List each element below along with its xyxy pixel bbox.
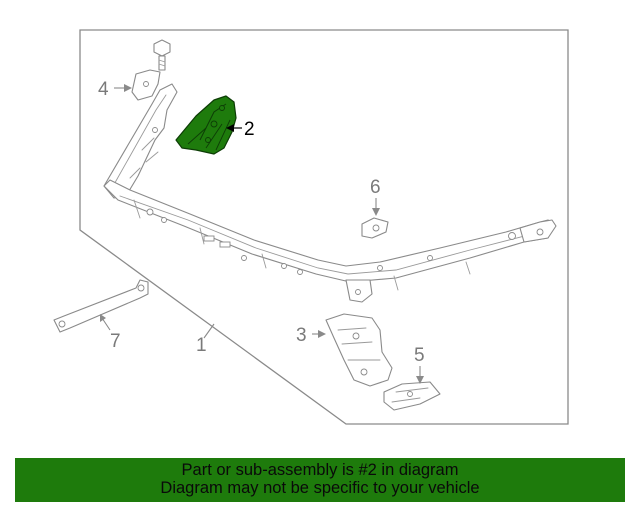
assembly-border [79, 29, 569, 425]
banner-line-2: Diagram may not be specific to your vehi… [160, 479, 480, 497]
bolt[interactable] [153, 39, 171, 71]
brace-part-7[interactable] [53, 279, 149, 333]
radiator-support-part-1[interactable] [103, 83, 557, 303]
callout-7: 7 [110, 331, 121, 352]
callout-4: 4 [98, 79, 109, 100]
callout-3: 3 [296, 325, 307, 346]
leader-lines [100, 84, 424, 384]
mount-bracket-part-3[interactable] [325, 313, 393, 387]
bracket-part-2[interactable] [175, 95, 237, 155]
bracket-part-5[interactable] [383, 381, 441, 411]
parts-diagram: 4 2 6 3 5 7 1 [53, 29, 569, 425]
banner-line-1: Part or sub-assembly is #2 in diagram [181, 461, 459, 479]
clip-part-6[interactable] [361, 217, 389, 239]
callout-6: 6 [370, 177, 381, 198]
info-banner: Part or sub-assembly is #2 in diagram Di… [15, 458, 625, 502]
bracket-part-4[interactable] [131, 69, 161, 101]
callout-2: 2 [244, 119, 255, 140]
callout-1: 1 [196, 335, 207, 356]
callout-5: 5 [414, 345, 425, 366]
